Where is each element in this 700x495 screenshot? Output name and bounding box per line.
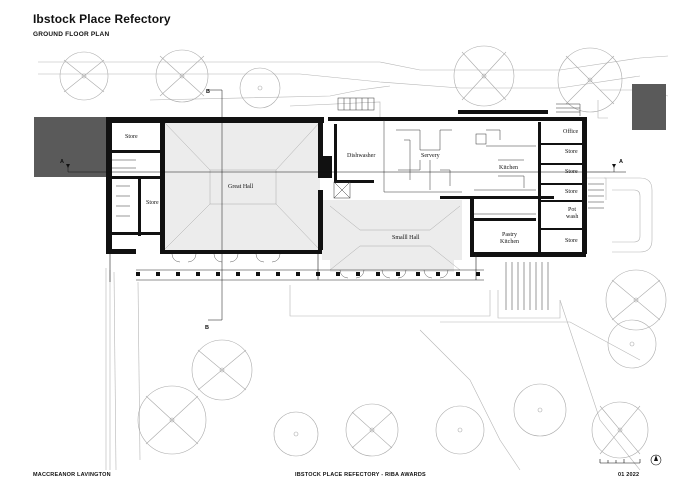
room-store-right-4: Store (565, 238, 578, 244)
drawing-subtitle: GROUND FLOOR PLAN (33, 31, 110, 38)
door-swings (171, 253, 449, 279)
room-pastry-kitchen-line2: Kitchen (500, 239, 519, 245)
section-marker-a-right: A (619, 159, 623, 165)
colonnade (109, 254, 484, 282)
room-store-right-1: Store (565, 149, 578, 155)
site-landscape (38, 55, 669, 471)
section-line-a (67, 164, 626, 173)
room-store-top-left: Store (125, 134, 138, 140)
adjacent-building-left (34, 117, 106, 177)
room-small-hall: Smalll Hall (392, 235, 420, 241)
room-great-hall: Great Hall (228, 184, 253, 190)
section-marker-b-bottom: B (205, 325, 209, 331)
footer-practice: MACCREANOR LAVINGTON (33, 472, 111, 478)
floor-areas (164, 122, 462, 272)
room-kitchen: Kitchen (499, 165, 518, 171)
room-pot-wash-line1: Pot (568, 207, 576, 213)
scale-bar (599, 459, 641, 464)
room-store-right-3: Store (565, 189, 578, 195)
room-pot-wash-line2: wash (566, 214, 578, 220)
section-arrow-a-right (612, 164, 616, 168)
section-arrow-a-left (66, 164, 70, 168)
north-point-icon (650, 454, 662, 466)
adjacent-building-right (632, 84, 666, 130)
trees (59, 45, 667, 459)
ceiling-lines (163, 121, 461, 271)
room-store-left: Store (146, 200, 159, 206)
room-store-right-2: Store (565, 169, 578, 175)
drawing-title: Ibstock Place Refectory (33, 12, 171, 26)
room-pastry-kitchen-line1: Pastry (502, 232, 517, 238)
walls (106, 110, 587, 257)
footer-project: IBSTOCK PLACE REFECTORY - RIBA AWARDS (295, 472, 426, 478)
room-dishwasher: Dishwasher (347, 153, 375, 159)
section-marker-a-left: A (60, 159, 64, 165)
section-line-b (208, 89, 223, 321)
room-servery: Servery (421, 153, 440, 159)
interior-lines (112, 97, 604, 310)
room-office: Office (563, 128, 579, 135)
footer-date: 01 2022 (618, 472, 640, 478)
section-marker-b-top: B (206, 89, 210, 95)
